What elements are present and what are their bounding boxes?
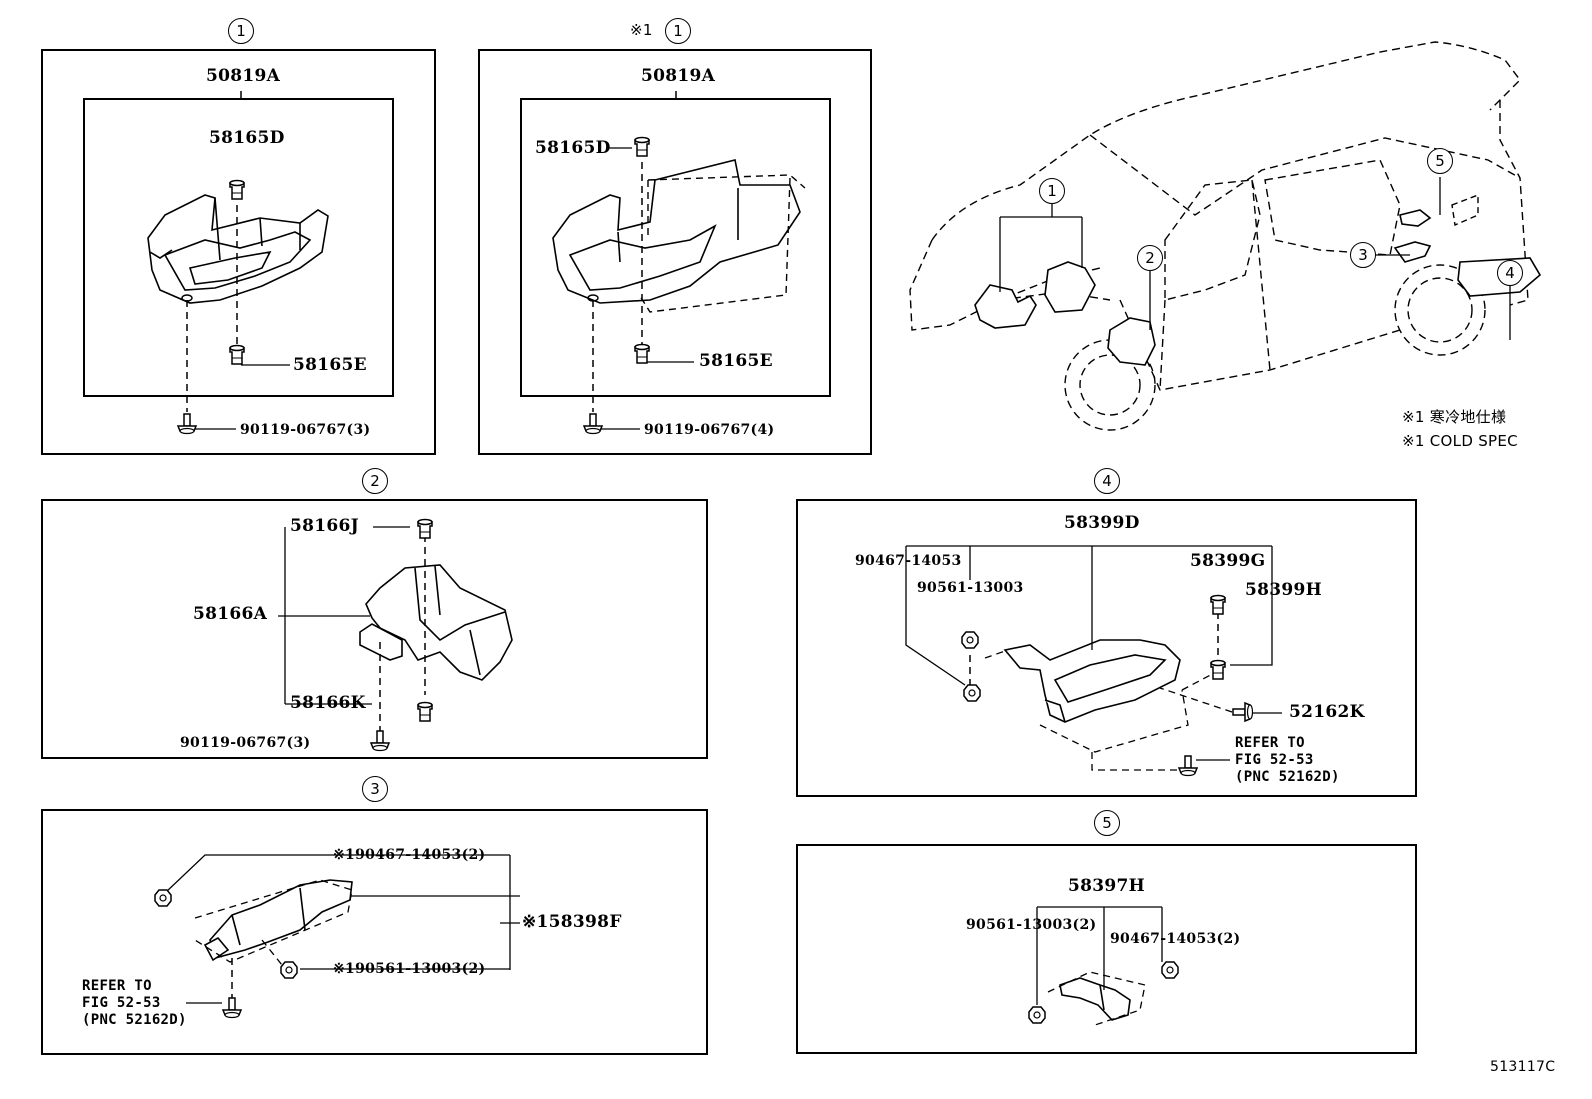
part-number-nut: ※190467-14053(2) bbox=[333, 847, 486, 863]
part-number-bolt: 90119-06767(3) bbox=[240, 422, 371, 438]
circled-number-icon: 2 bbox=[1137, 245, 1163, 271]
part-number-58398f: ※158398F bbox=[522, 912, 622, 932]
panel-1 bbox=[41, 49, 436, 455]
panel-4 bbox=[796, 499, 1417, 797]
panel-5 bbox=[796, 844, 1417, 1054]
part-number-bolt: 90119-06767(4) bbox=[644, 422, 775, 438]
hex-bolt-icon bbox=[1178, 755, 1198, 777]
part-number-58399d: 58399D bbox=[1064, 513, 1140, 533]
part-number-nut: 90467-14053(2) bbox=[1110, 931, 1241, 947]
panel-2 bbox=[41, 499, 708, 759]
nut-icon bbox=[961, 631, 979, 649]
circled-number-icon: 1 bbox=[1039, 178, 1065, 204]
nut-icon bbox=[1028, 1006, 1046, 1024]
part-number-58399g: 58399G bbox=[1190, 551, 1266, 571]
refer-to-note: REFER TO FIG 52-53 (PNC 52162D) bbox=[82, 978, 187, 1028]
vehicle-illustration bbox=[909, 41, 1542, 431]
part-number-58166k: 58166K bbox=[290, 693, 366, 713]
clip-icon bbox=[1210, 594, 1226, 615]
part-number-58165d: 58165D bbox=[209, 128, 285, 148]
panel-1-cold bbox=[478, 49, 872, 455]
circled-number-icon: 4 bbox=[1497, 260, 1523, 286]
hex-bolt-icon bbox=[177, 413, 197, 435]
part-number-bolt: 90119-06767(3) bbox=[180, 735, 311, 751]
part-number-58165d: 58165D bbox=[535, 138, 611, 158]
part-number-58399h: 58399H bbox=[1245, 580, 1323, 600]
nut-icon bbox=[1161, 961, 1179, 979]
part-number-50819a: 50819A bbox=[206, 66, 281, 86]
note-cold-spec-en: ※1 COLD SPEC bbox=[1402, 432, 1518, 450]
circled-number-icon: 1 bbox=[228, 18, 254, 44]
part-number-58397h: 58397H bbox=[1068, 876, 1146, 896]
circled-number-icon: 5 bbox=[1094, 810, 1120, 836]
clip-icon bbox=[1210, 659, 1226, 680]
cold-spec-prefix: ※1 bbox=[630, 21, 653, 39]
clip-icon bbox=[417, 701, 433, 722]
clip-icon bbox=[229, 179, 245, 200]
figure-code: 513117C bbox=[1490, 1059, 1556, 1075]
circled-number-icon: 1 bbox=[665, 18, 691, 44]
part-number-nut: 90467-14053 bbox=[855, 553, 962, 569]
hex-bolt-icon bbox=[583, 413, 603, 435]
circled-number-icon: 4 bbox=[1094, 468, 1120, 494]
part-number-58166a: 58166A bbox=[193, 604, 268, 624]
part-number-52162k: 52162K bbox=[1289, 702, 1365, 722]
nut-icon bbox=[963, 684, 981, 702]
clip-icon bbox=[634, 343, 650, 364]
panel-3 bbox=[41, 809, 708, 1055]
clip-icon bbox=[229, 344, 245, 365]
circled-number-icon: 3 bbox=[362, 776, 388, 802]
part-number-clip: ※190561-13003(2) bbox=[333, 961, 486, 977]
circled-number-icon: 5 bbox=[1427, 148, 1453, 174]
clip-icon bbox=[417, 518, 433, 539]
hex-bolt-icon bbox=[1232, 702, 1254, 722]
note-cold-spec-jp: ※1 寒冷地仕様 bbox=[1402, 408, 1507, 426]
clip-icon bbox=[634, 136, 650, 157]
circled-number-icon: 3 bbox=[1350, 242, 1376, 268]
nut-icon bbox=[154, 889, 172, 907]
part-number-clip: 90561-13003 bbox=[917, 580, 1024, 596]
part-number-50819a: 50819A bbox=[641, 66, 716, 86]
hex-bolt-icon bbox=[370, 730, 390, 752]
part-number-58165e: 58165E bbox=[293, 355, 367, 375]
part-number-clip: 90561-13003(2) bbox=[966, 917, 1097, 933]
part-number-58165e: 58165E bbox=[699, 351, 773, 371]
nut-icon bbox=[280, 961, 298, 979]
circled-number-icon: 2 bbox=[362, 468, 388, 494]
refer-to-note: REFER TO FIG 52-53 (PNC 52162D) bbox=[1235, 735, 1340, 785]
hex-bolt-icon bbox=[222, 997, 242, 1019]
part-number-58166j: 58166J bbox=[290, 516, 359, 536]
